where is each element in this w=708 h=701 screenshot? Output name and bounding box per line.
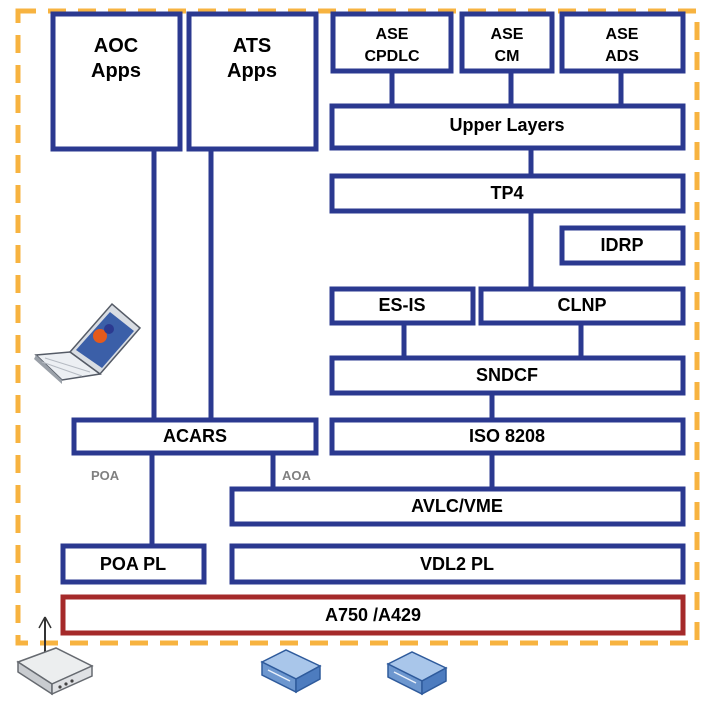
sndcf-box: SNDCF [329,355,686,396]
tp4-box: TP4 [329,173,686,214]
ats-apps-box: ATS Apps [186,11,319,152]
avlc-vme-box: AVLC/VME [229,486,686,527]
poa-pl-box: POA PL [60,543,207,585]
idrp-label: IDRP [600,235,643,255]
es-is-box: ES-IS [329,286,476,326]
vdl2-pl-box: VDL2 PL [229,543,686,585]
poa-label: POA [91,468,120,483]
avlc-vme-label: AVLC/VME [411,496,503,516]
aoa-label: AOA [282,468,312,483]
upper-layers-box: Upper Layers [329,103,686,151]
ase-cpdlc-label-line1: ASE [376,26,409,43]
ase-cpdlc-box: ASE CPDLC [330,11,454,74]
aoc-apps-box: AOC Apps [50,11,183,152]
es-is-label: ES-IS [378,295,425,315]
acars-label: ACARS [163,426,227,446]
ats-apps-label-line2: Apps [227,60,277,82]
a750-a429-label: A750 /A429 [325,605,421,625]
poa-pl-label: POA PL [100,554,166,574]
system-boundary [15,8,700,646]
connectors [149,71,624,546]
idrp-box: IDRP [559,225,686,266]
tp4-label: TP4 [490,183,523,203]
sndcf-label: SNDCF [476,365,538,385]
laptop-icon [34,302,142,384]
network-device-icon [386,651,448,696]
network-device-icon [260,649,322,694]
ase-ads-label-line1: ASE [606,26,639,43]
ase-cpdlc-label-line2: CPDLC [364,48,420,65]
aoc-apps-label-line2: Apps [91,60,141,82]
clnp-box: CLNP [478,286,686,326]
ase-cm-box: ASE CM [459,11,555,74]
aoc-apps-label-line1: AOC [94,35,138,57]
vdl2-pl-label: VDL2 PL [420,554,494,574]
iso-8208-box: ISO 8208 [329,417,686,456]
ase-cm-label-line1: ASE [491,26,524,43]
acars-box: ACARS [71,417,319,456]
iso-8208-label: ISO 8208 [469,426,545,446]
ase-ads-label-line2: ADS [605,48,639,65]
a750-a429-bar: A750 /A429 [60,594,686,636]
ase-cm-label-line2: CM [495,48,520,65]
upper-layers-label: Upper Layers [449,115,564,135]
router-antenna-icon [16,616,94,696]
ats-apps-label-line1: ATS [233,35,272,57]
clnp-label: CLNP [558,295,607,315]
ase-ads-box: ASE ADS [559,11,686,74]
